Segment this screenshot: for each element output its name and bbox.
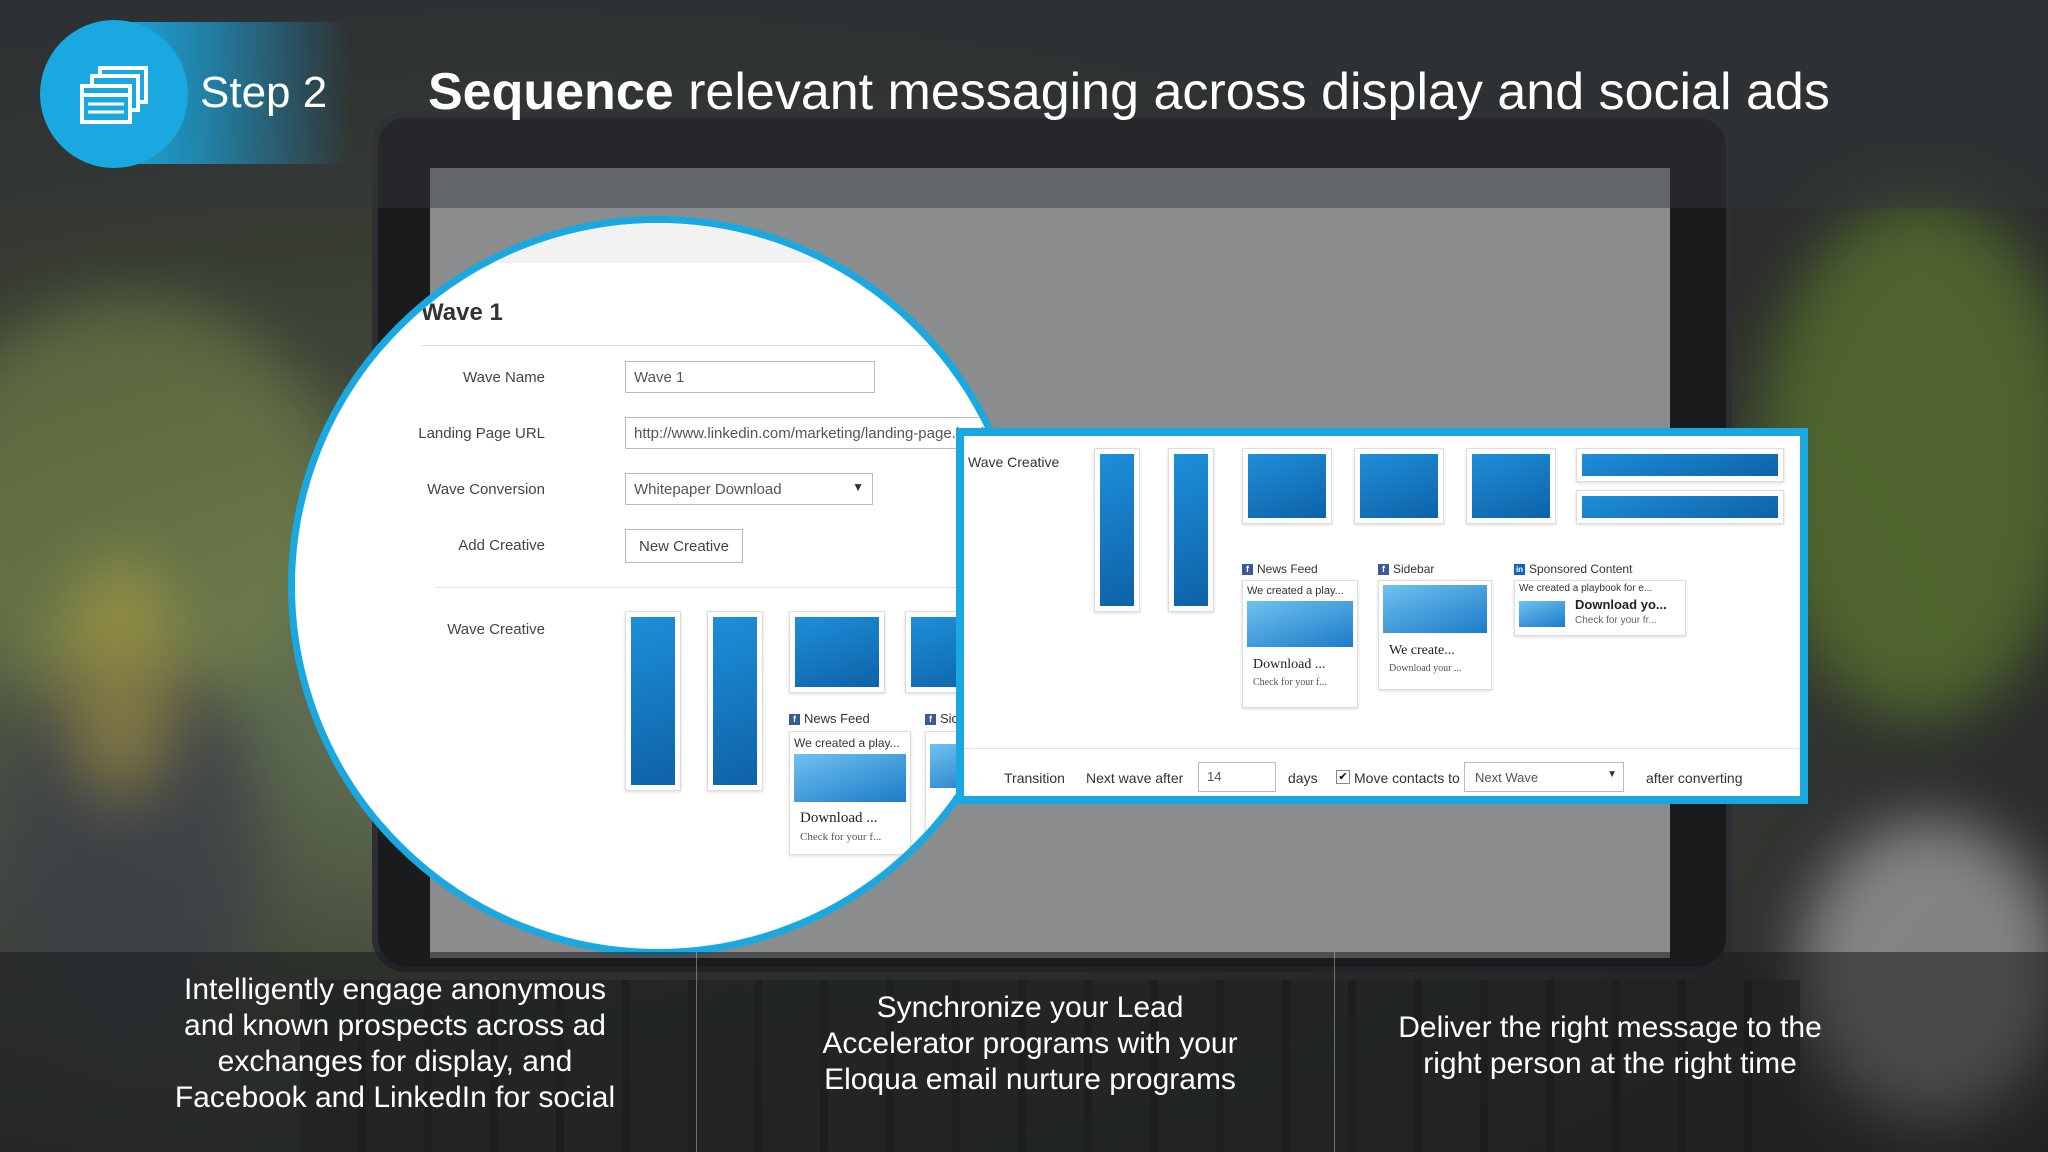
stacked-windows-icon xyxy=(80,66,148,124)
facebook-icon: f xyxy=(1242,564,1253,576)
days-input[interactable]: 14 xyxy=(1198,762,1276,792)
step-icon-circle xyxy=(40,20,188,168)
panel-sidebar-card[interactable]: We create... Download your ... xyxy=(1378,580,1492,690)
ad-card-line3: Check for your f... xyxy=(800,831,882,843)
wave-creative-label: Wave Creative xyxy=(447,621,545,638)
next-wave-select[interactable]: Next Wave ▼ xyxy=(1464,762,1624,792)
panel-sidebar-text: Sidebar xyxy=(1393,562,1435,576)
news-feed-ad-card[interactable]: We created a play... Download ... Check … xyxy=(789,731,911,855)
creative-thumb-skyscraper[interactable] xyxy=(1168,448,1214,612)
ad-card-line3: Download your ... xyxy=(1389,663,1462,674)
sidebar-label: f Sid xyxy=(925,711,959,726)
creative-thumb-skyscraper[interactable] xyxy=(707,611,763,791)
column-divider xyxy=(1334,952,1335,1152)
facebook-icon: f xyxy=(789,714,800,726)
panel-news-feed-text: News Feed xyxy=(1257,562,1318,576)
ad-card-line2: We create... xyxy=(1389,643,1455,658)
new-creative-button[interactable]: New Creative xyxy=(625,529,744,563)
wave-name-input[interactable]: Wave 1 xyxy=(625,361,875,393)
panel-news-feed-card[interactable]: We created a play... Download ... Check … xyxy=(1242,580,1358,708)
creative-thumb-leaderboard[interactable] xyxy=(1576,448,1784,482)
wave-conversion-value: Whitepaper Download xyxy=(634,481,782,498)
title-bold: Sequence xyxy=(428,63,674,121)
wave-conversion-select[interactable]: Whitepaper Download ▼ xyxy=(625,473,873,505)
ad-card-line2: Download yo... xyxy=(1575,597,1667,612)
sidebar-text: Sid xyxy=(940,711,959,726)
facebook-icon: f xyxy=(1378,564,1389,576)
creative-thumb-square[interactable] xyxy=(789,611,885,693)
panel-sponsored-card[interactable]: We created a playbook for e... Download … xyxy=(1514,580,1686,636)
creative-thumb-square[interactable] xyxy=(1354,448,1444,524)
creative-thumb-leaderboard[interactable] xyxy=(1576,490,1784,524)
ad-card-image xyxy=(1519,601,1565,627)
ad-card-line1: We created a play... xyxy=(794,736,900,750)
dropdown-arrow-icon: ▼ xyxy=(852,480,864,494)
ad-card-line3: Check for your fr... xyxy=(1575,615,1657,626)
ad-card-line2: Download ... xyxy=(1253,657,1326,672)
panel-sidebar-label: f Sidebar xyxy=(1378,562,1434,576)
panel-sponsored-label: in Sponsored Content xyxy=(1514,562,1632,576)
wave-name-label: Wave Name xyxy=(463,369,545,386)
benefit-column-2: Synchronize your Lead Accelerator progra… xyxy=(822,991,1238,1096)
creative-thumb-square[interactable] xyxy=(1242,448,1332,524)
days-label: days xyxy=(1288,770,1318,786)
creative-thumb-skyscraper[interactable] xyxy=(625,611,681,791)
facebook-icon: f xyxy=(925,714,936,726)
ad-card-line1: We created a playbook for e... xyxy=(1519,583,1653,594)
ad-card-image xyxy=(794,754,906,802)
ad-card-image xyxy=(1383,585,1487,633)
benefits-band xyxy=(0,952,2048,1152)
news-feed-label: f News Feed xyxy=(789,711,870,726)
move-contacts-checkbox[interactable]: ✔ xyxy=(1336,770,1350,784)
transition-label: Transition xyxy=(1004,770,1065,786)
move-contacts-label: Move contacts to xyxy=(1354,770,1460,786)
benefit-column-3: Deliver the right message to the right p… xyxy=(1398,1011,1822,1080)
ad-card-line2: Download ... xyxy=(800,810,878,826)
after-converting-label: after converting xyxy=(1646,770,1743,786)
zoom-magnifier: Wave 1 Wave Name Wave 1 Landing Page URL… xyxy=(288,216,1028,956)
title-rest: relevant messaging across display and so… xyxy=(673,63,1830,121)
linkedin-icon: in xyxy=(1514,564,1525,576)
wave-creative-panel: Wave Creative f News Feed f Sidebar in Spon… xyxy=(956,428,1808,804)
panel-wave-creative-label: Wave Creative xyxy=(968,454,1060,470)
creative-thumb-square[interactable] xyxy=(1466,448,1556,524)
ad-card-line3: Check for your f... xyxy=(1253,677,1327,688)
page-title: Sequence relevant messaging across displ… xyxy=(428,62,1830,122)
creative-thumb-skyscraper[interactable] xyxy=(1094,448,1140,612)
column-divider xyxy=(696,952,697,1152)
ad-card-line1: We created a play... xyxy=(1247,585,1344,597)
next-wave-value: Next Wave xyxy=(1475,770,1539,785)
landing-url-label: Landing Page URL xyxy=(418,425,545,442)
wave-heading: Wave 1 xyxy=(421,299,503,326)
panel-sponsored-text: Sponsored Content xyxy=(1529,562,1633,576)
add-creative-label: Add Creative xyxy=(458,537,545,554)
landing-url-input[interactable]: http://www.linkedin.com/marketing/landin… xyxy=(625,417,1021,449)
benefit-column-1: Intelligently engage anonymous and known… xyxy=(174,973,616,1114)
next-wave-after-label: Next wave after xyxy=(1086,770,1184,786)
panel-news-feed-label: f News Feed xyxy=(1242,562,1318,576)
step-label: Step 2 xyxy=(200,68,328,117)
wave-conversion-label: Wave Conversion xyxy=(427,481,545,498)
news-feed-text: News Feed xyxy=(804,711,870,726)
ad-card-image xyxy=(1247,601,1353,647)
dropdown-arrow-icon: ▼ xyxy=(1607,769,1617,780)
